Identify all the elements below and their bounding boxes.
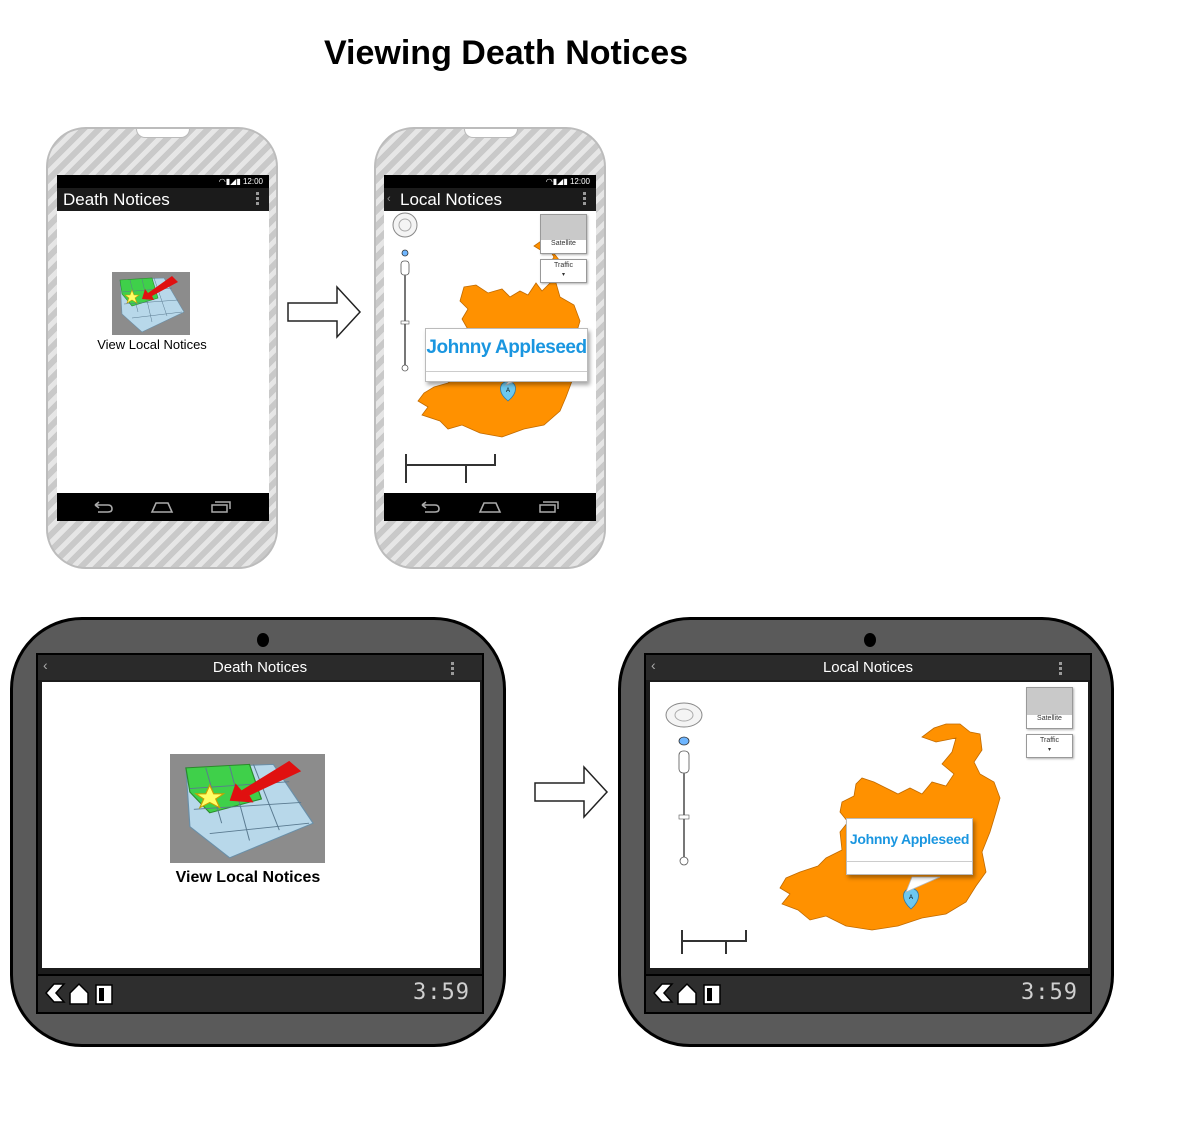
phone-speaker [464,129,518,138]
satellite-thumbnail [1027,688,1072,715]
tablet-screen: ‹ Death Notices View Local Notices [36,653,484,1014]
system-bar: 3:59 [646,974,1090,1012]
page-title: Viewing Death Notices [323,34,689,72]
satellite-thumbnail [541,215,586,240]
satellite-toggle[interactable]: Satellite [1026,687,1073,729]
back-chevron-icon[interactable]: ‹ [43,657,48,673]
back-icon [652,983,674,1003]
wifi-icon: ◠▮◢▮ [218,177,243,186]
system-bar: 3:59 [38,974,482,1012]
satellite-toggle[interactable]: Satellite [540,214,587,254]
content-area: View Local Notices [42,682,480,968]
traffic-toggle[interactable]: Traffic ▾ [1026,734,1073,758]
overflow-menu-icon[interactable] [451,662,454,677]
status-time: 12:00 [569,177,590,186]
system-nav-icons [44,982,113,1005]
map-marker-label[interactable]: A [909,895,913,901]
content-area: A Satellite Traffic ▾ Johnny Appleseed [650,682,1088,968]
home-icon[interactable] [150,500,174,513]
map-thumbnail-icon [119,276,185,333]
chevron-down-icon: ▾ [561,272,565,278]
clock: 3:59 [1021,980,1078,1005]
callout-name[interactable]: Johnny Appleseed [426,337,587,358]
map-thumbnail-icon [185,760,314,859]
app-title: Local Notices [400,190,503,209]
home-icon [69,982,89,1005]
camera-icon [864,633,876,647]
action-bar: ‹ Local Notices [384,188,596,211]
phone-frame-map: ◠▮◢▮ 12:00 ‹ Local Notices A [374,127,606,569]
traffic-label: Traffic [553,262,574,269]
app-title: Local Notices [822,659,914,676]
nav-bar [384,493,596,521]
traffic-label: Traffic [1039,737,1060,744]
action-bar: ‹ Local Notices [646,655,1090,680]
map-marker-label[interactable]: A [506,388,510,394]
home-icon[interactable] [478,500,502,513]
overflow-menu-icon[interactable] [1059,662,1062,677]
local-notices-map-button[interactable] [170,754,325,863]
callout-divider [847,861,972,862]
callout-divider [426,371,587,372]
app-title: Death Notices [212,659,308,676]
satellite-label: Satellite [551,240,576,247]
back-chevron-icon[interactable]: ‹ [387,193,391,205]
satellite-label: Satellite [1037,715,1062,722]
back-icon[interactable] [92,501,114,513]
recent-apps-icon[interactable] [538,500,560,513]
app-title: Death Notices [63,190,170,209]
phone-screen: ◠▮◢▮ 12:00 ‹ Local Notices A [384,175,596,521]
system-nav-icons [652,982,721,1005]
status-time: 12:00 [242,177,263,186]
camera-icon [257,633,269,647]
nav-bar [57,493,269,521]
callout-name[interactable]: Johnny Appleseed [849,831,970,847]
phone-frame-list: ◠▮◢▮ 12:00 Death Notices View Local Noti… [46,127,278,569]
clock: 3:59 [413,980,470,1005]
status-bar: ◠▮◢▮ 12:00 [384,175,596,188]
action-bar: ‹ Death Notices [38,655,482,680]
notice-callout[interactable]: Johnny Appleseed [846,818,973,875]
tablet-frame-map: ‹ Local Notices A [618,617,1114,1047]
tablet-frame-list: ‹ Death Notices View Local Notices [10,617,506,1047]
chevron-down-icon: ▾ [1047,747,1051,753]
flow-arrow-icon [287,285,362,339]
overflow-menu-icon[interactable] [256,192,259,207]
notice-callout[interactable]: Johnny Appleseed [425,328,588,382]
phone-speaker [136,129,190,138]
home-icon [677,982,697,1005]
recent-apps-icon[interactable] [210,500,232,513]
traffic-toggle[interactable]: Traffic ▾ [540,259,587,283]
local-notices-map-button[interactable] [112,272,190,335]
status-bar: ◠▮◢▮ 12:00 [57,175,269,188]
back-icon [44,983,66,1003]
action-bar: Death Notices [57,188,269,211]
phone-screen: ◠▮◢▮ 12:00 Death Notices View Local Noti… [57,175,269,521]
wifi-icon: ◠▮◢▮ [545,177,570,186]
back-icon[interactable] [419,501,441,513]
view-local-notices-label[interactable]: View Local Notices [175,869,321,886]
overflow-menu-icon[interactable] [583,192,586,207]
back-chevron-icon[interactable]: ‹ [651,657,656,673]
tablet-screen: ‹ Local Notices A [644,653,1092,1014]
view-local-notices-label[interactable]: View Local Notices [97,337,207,352]
flow-arrow-icon [534,765,609,819]
